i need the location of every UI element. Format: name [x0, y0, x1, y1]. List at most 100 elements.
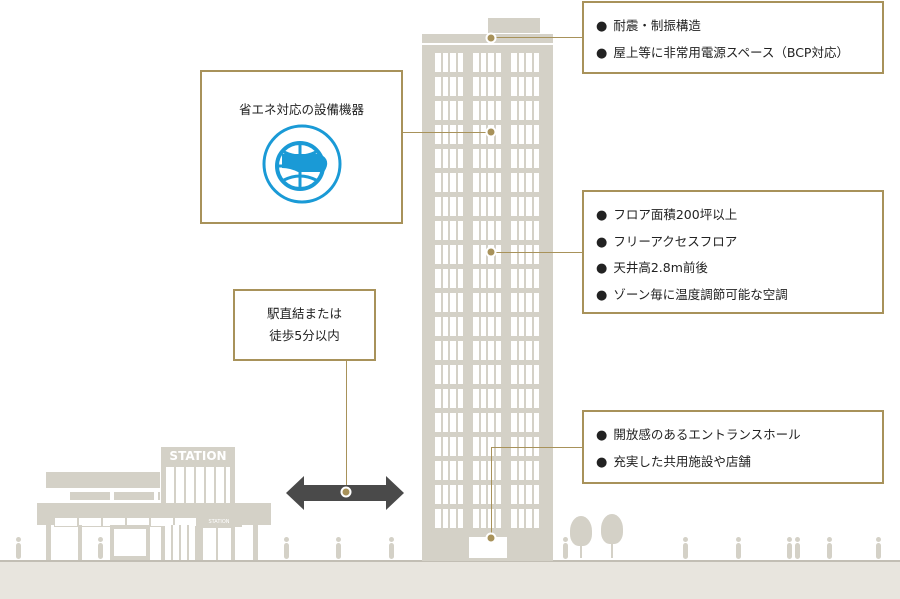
station-pillar — [203, 528, 233, 560]
tower-window — [526, 173, 532, 192]
tower-window — [473, 53, 479, 72]
tower-window — [495, 413, 501, 432]
station-pillar — [110, 525, 150, 560]
tower-window — [473, 293, 479, 312]
tower-window — [473, 197, 479, 216]
tower-window — [511, 125, 517, 144]
tower-window — [442, 293, 448, 312]
tower-window — [457, 509, 463, 528]
tower-window — [442, 485, 448, 504]
tower-window — [480, 53, 486, 72]
tower-window — [511, 461, 517, 480]
tower-window — [480, 293, 486, 312]
tower-window — [473, 461, 479, 480]
tree — [601, 514, 623, 544]
tower-window — [480, 317, 486, 336]
tower-window — [435, 461, 441, 480]
tower-window — [488, 365, 494, 384]
tower-window — [518, 509, 524, 528]
tower-window — [526, 77, 532, 96]
tower-window — [450, 293, 456, 312]
tower-window — [495, 365, 501, 384]
tower-window — [488, 173, 494, 192]
tower-window — [473, 173, 479, 192]
tower-window — [435, 77, 441, 96]
tower-window — [488, 485, 494, 504]
tower-window — [480, 77, 486, 96]
tower-window — [488, 77, 494, 96]
tower-window — [457, 365, 463, 384]
tower-window — [442, 101, 448, 120]
connector-floor — [491, 252, 582, 253]
tower-window — [435, 317, 441, 336]
tower-window — [435, 101, 441, 120]
tower-window — [526, 149, 532, 168]
tower-window — [533, 269, 539, 288]
tower-window — [457, 461, 463, 480]
pedestrian — [563, 537, 568, 559]
tower-window — [511, 437, 517, 456]
tower-window — [511, 389, 517, 408]
tower-window — [450, 149, 456, 168]
tower-window — [480, 221, 486, 240]
station-sign: STATION — [169, 449, 227, 463]
tower-window — [442, 197, 448, 216]
tower-window — [533, 509, 539, 528]
tower-window — [495, 77, 501, 96]
tower-window — [511, 413, 517, 432]
tower-window — [442, 269, 448, 288]
tower-window — [518, 245, 524, 264]
tower-window — [518, 437, 524, 456]
tower-window — [435, 221, 441, 240]
tower-window — [533, 173, 539, 192]
callout-eco: 省エネ対応の設備機器 — [200, 70, 403, 224]
tower-window — [457, 53, 463, 72]
tower-window — [442, 173, 448, 192]
tower-window — [457, 269, 463, 288]
tower-window — [450, 485, 456, 504]
tower-window — [457, 149, 463, 168]
tower-window — [442, 389, 448, 408]
feature-item: 充実した共用施設や店舗 — [596, 449, 882, 476]
tower-window — [450, 389, 456, 408]
tower-window — [480, 413, 486, 432]
tower-window — [442, 461, 448, 480]
tower-window — [518, 197, 524, 216]
tower-window — [488, 53, 494, 72]
tower-window — [488, 149, 494, 168]
tower-window — [518, 365, 524, 384]
tower-window — [511, 101, 517, 120]
tower-window — [518, 77, 524, 96]
tower-window — [533, 413, 539, 432]
tower-window — [435, 149, 441, 168]
tower-window — [480, 485, 486, 504]
callout-floor: フロア面積200坪以上 フリーアクセスフロア 天井高2.8m前後 ゾーン毎に温度… — [582, 190, 884, 314]
station-access-line2: 徒歩5分以内 — [269, 328, 340, 343]
feature-item: 屋上等に非常用電源スペース（BCP対応） — [596, 40, 882, 67]
tower-window — [457, 437, 463, 456]
tower-window — [473, 437, 479, 456]
tower-window — [511, 293, 517, 312]
tower-window — [457, 293, 463, 312]
tower-window — [473, 77, 479, 96]
tower-window — [518, 269, 524, 288]
tower-window — [488, 389, 494, 408]
tree-trunk — [580, 540, 582, 558]
tower-window — [450, 269, 456, 288]
tower-window — [480, 389, 486, 408]
tower-window — [533, 77, 539, 96]
tower-window — [480, 245, 486, 264]
station-pillar — [165, 525, 195, 560]
tower-window — [495, 485, 501, 504]
callout-entrance: 開放感のあるエントランスホール 充実した共用施設や店舗 — [582, 410, 884, 484]
tower-window — [526, 245, 532, 264]
tower-window — [457, 77, 463, 96]
tower-window — [495, 149, 501, 168]
tower-window — [526, 293, 532, 312]
tower-window — [473, 341, 479, 360]
tower-window — [511, 245, 517, 264]
tower-window — [526, 413, 532, 432]
marker-dot — [340, 486, 352, 498]
tower-window — [473, 101, 479, 120]
eco-title: 省エネ対応の設備機器 — [238, 102, 364, 117]
